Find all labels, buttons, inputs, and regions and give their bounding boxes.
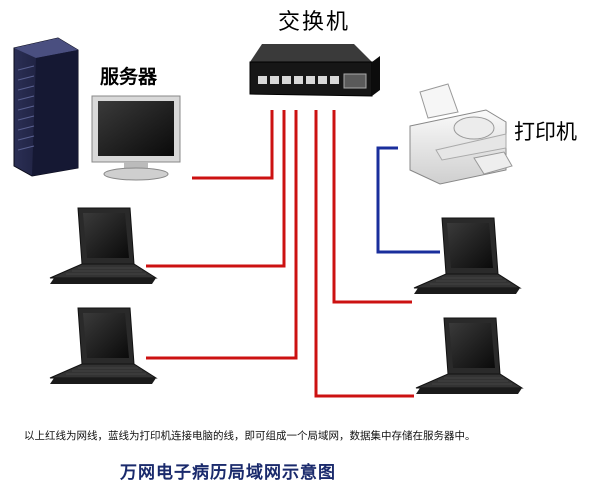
switch-label: 交换机: [278, 10, 351, 35]
network-cables: [146, 110, 414, 398]
laptop-right-top: [413, 217, 521, 295]
server-monitor: [91, 95, 181, 181]
printer-cable: [376, 146, 440, 254]
network-switch: [249, 44, 380, 97]
cable-laptop-right-top: [332, 110, 412, 304]
printer: [409, 83, 513, 185]
cable-laptop-right-bottom: [314, 110, 414, 398]
laptop-right-bottom: [415, 317, 523, 395]
diagram-title: 万网电子病历局域网示意图: [120, 463, 336, 483]
laptop-left-bottom: [49, 307, 157, 385]
cable-server: [192, 110, 274, 180]
cable-laptop-left-bottom: [146, 110, 298, 360]
server-tower: [13, 37, 79, 177]
legend-note: 以上红线为网线，蓝线为打印机连接电脑的线，即可组成一个局域网，数据集中存储在服务…: [24, 430, 476, 442]
cable-laptop-left-top: [146, 110, 286, 268]
server-label: 服务器: [100, 66, 158, 88]
printer-label: 打印机: [514, 120, 577, 144]
laptop-left-top: [49, 207, 157, 285]
